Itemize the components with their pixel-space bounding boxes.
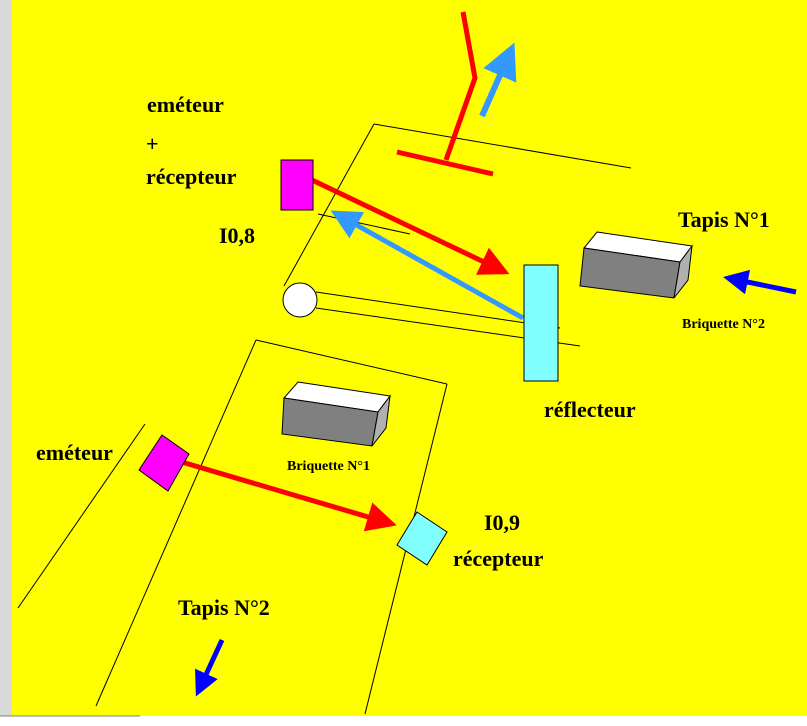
brick-2 bbox=[579, 231, 693, 299]
label-io-8: I0,8 bbox=[219, 223, 255, 248]
label-brick-1: Briquette N°1 bbox=[287, 459, 370, 474]
belt-2-direction-arrow bbox=[195, 638, 225, 697]
left-margin bbox=[0, 0, 12, 726]
belt-roller bbox=[282, 282, 318, 318]
diagram-background bbox=[12, 0, 807, 716]
label-emitter: eméteur bbox=[36, 440, 113, 465]
bottom-strip bbox=[0, 716, 807, 726]
label-receiver: récepteur bbox=[453, 546, 544, 571]
emitter-receiver-sensor bbox=[280, 159, 314, 211]
barrier-beam bbox=[174, 457, 397, 532]
receiver-sensor bbox=[396, 511, 448, 566]
label-brick-2: Briquette N°2 bbox=[682, 317, 765, 332]
label-reflector: réflecteur bbox=[544, 397, 636, 422]
emitted-beam bbox=[310, 177, 510, 275]
exit-barrier bbox=[396, 11, 517, 177]
label-belt-2: Tapis N°2 bbox=[178, 595, 270, 620]
reflector bbox=[523, 264, 559, 382]
label-emitter-receiver-2: + bbox=[146, 131, 159, 156]
exit-arrow bbox=[479, 42, 517, 118]
label-io-9: I0,9 bbox=[484, 510, 520, 535]
label-emitter-receiver-1: eméteur bbox=[147, 92, 224, 117]
conveyor-belt-2 bbox=[17, 339, 448, 715]
label-belt-1: Tapis N°1 bbox=[678, 207, 770, 232]
brick-1 bbox=[281, 381, 391, 447]
brick-2-direction-arrow bbox=[723, 269, 797, 295]
emitter-sensor bbox=[138, 434, 190, 492]
reflected-beam bbox=[330, 210, 525, 321]
label-emitter-receiver-3: récepteur bbox=[146, 164, 237, 189]
